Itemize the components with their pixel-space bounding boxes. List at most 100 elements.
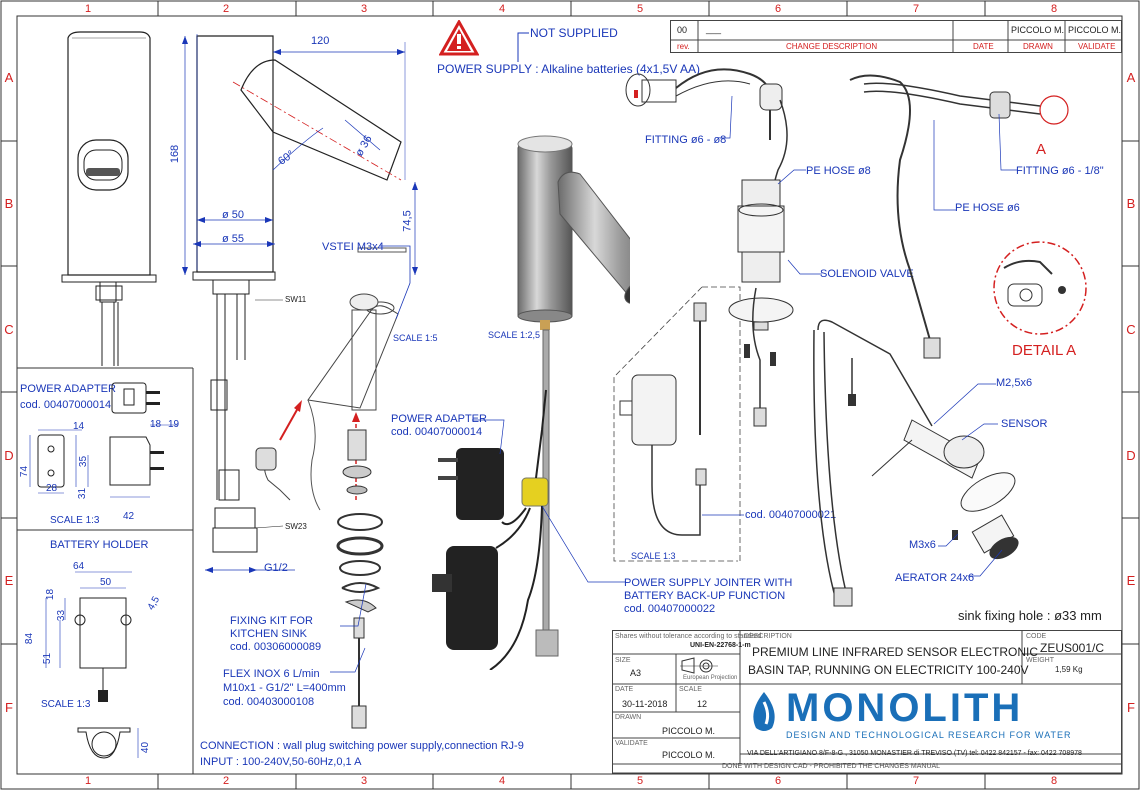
label-scale-1-5: SCALE 1:5 <box>393 333 438 343</box>
grid-row-e-right: E <box>1126 573 1136 588</box>
dim-g12: G1/2 <box>264 562 288 574</box>
grid-col-7: 7 <box>912 3 920 15</box>
tb-code-label: CODE <box>1026 633 1047 640</box>
grid-col-6-bottom: 6 <box>774 775 782 787</box>
pa-dim-35: 35 <box>78 455 90 468</box>
dim-sw23: SW23 <box>285 522 307 531</box>
bh-dim-84: 84 <box>24 632 36 645</box>
grid-col-3-bottom: 3 <box>360 775 368 787</box>
grid-col-4: 4 <box>498 3 506 15</box>
vstei-leader <box>380 245 411 320</box>
warning-icon <box>439 20 479 56</box>
label-fixing-kit-2: KITCHEN SINK <box>230 628 308 640</box>
power-adapter-drawing <box>29 382 178 498</box>
bh-dim-33: 33 <box>56 609 68 622</box>
label-detail-a: DETAIL A <box>1012 342 1077 359</box>
label-fixing-kit-code: cod. 00306000089 <box>230 641 322 653</box>
label-jointer: POWER SUPPLY JOINTER WITH <box>624 577 793 589</box>
projection-icon <box>680 657 718 674</box>
tb-size: A3 <box>630 668 642 678</box>
valve-assembly <box>625 68 794 427</box>
battery-holder-drawing <box>45 571 139 759</box>
grid-col-5: 5 <box>636 3 644 15</box>
rev-description: ___ <box>706 24 722 34</box>
tb-scale: 12 <box>697 699 708 709</box>
pa-dim-28: 28 <box>46 483 58 494</box>
tb-size-label: SIZE <box>615 657 631 664</box>
rev-header-rev: rev. <box>677 42 690 51</box>
label-detail-a-marker: A <box>1036 141 1047 158</box>
grid-row-f-right: F <box>1127 700 1135 715</box>
grid-row-e: E <box>4 573 14 588</box>
label-fitting-6-8: FITTING ø6 - ø8 <box>645 134 727 146</box>
pa-dim-74: 74 <box>19 465 31 478</box>
battery-box-dashed-frame <box>613 286 741 562</box>
note-input: INPUT : 100-240V,50-60Hz,0,1 A <box>200 756 362 768</box>
battery-holder-title: BATTERY HOLDER <box>50 539 149 551</box>
m36-leader <box>938 533 959 547</box>
tb-description-1: PREMIUM LINE INFRARED SENSOR ELECTRONIC <box>752 645 1039 659</box>
tb-tagline: DESIGN AND TECHNOLOGICAL RESEARCH FOR WA… <box>786 730 1072 740</box>
not-supplied-leader <box>517 32 529 62</box>
grid-row-d: D <box>4 448 14 463</box>
label-fitting-6-1-8: FITTING ø6 - 1/8" <box>1016 165 1104 177</box>
grid-row-a: A <box>4 70 14 85</box>
label-m2-5x6: M2,5x6 <box>996 377 1033 389</box>
note-connection: CONNECTION : wall plug switching power s… <box>200 740 524 752</box>
tb-description-label: DESCRIPTION <box>744 633 792 640</box>
fitting-618-leader <box>998 113 1017 171</box>
grid-row-c: C <box>4 322 14 337</box>
tb-projection: European Projection <box>683 675 738 681</box>
grid-col-3: 3 <box>360 3 368 15</box>
revision-table <box>670 20 1122 53</box>
note-not-supplied: NOT SUPPLIED <box>530 26 618 40</box>
dim-sw11: SW11 <box>285 295 307 304</box>
bh-dim-50: 50 <box>100 577 112 588</box>
grid-col-2: 2 <box>222 3 230 15</box>
tap-front-view <box>61 31 157 366</box>
grid-col-8-bottom: 8 <box>1050 775 1058 787</box>
tb-date: 30-11-2018 <box>622 699 668 709</box>
label-power-adapter-mid-code: cod. 00407000014 <box>391 426 483 438</box>
tb-scale-label: SCALE <box>679 686 702 693</box>
pe-hose-8-leader <box>777 169 806 185</box>
hose-assembly <box>849 74 1069 359</box>
power-adapter-leader <box>472 419 505 455</box>
rev-header-drawn: DRAWN <box>1023 42 1053 51</box>
tb-code: ZEUS001/C <box>1040 641 1105 655</box>
label-vstei: VSTEI M3x4 <box>322 241 384 253</box>
rev-drawn: PICCOLO M. <box>1011 25 1065 35</box>
dim-dia-50: ø 50 <box>222 209 245 221</box>
label-jointer-2: BATTERY BACK-UP FUNCTION <box>624 590 786 602</box>
grid-row-b: B <box>4 196 14 211</box>
grid-col-5-bottom: 5 <box>636 775 644 787</box>
bh-dim-40: 40 <box>140 741 152 754</box>
label-power-adapter-mid: POWER ADAPTER <box>391 413 487 425</box>
fixing-kit-leader <box>330 583 367 673</box>
pe-hose-6-leader <box>933 120 956 211</box>
pa-dim-19: 19 <box>168 419 180 430</box>
bh-dim-18: 18 <box>45 588 57 601</box>
tb-weight-label: WEIGHT <box>1026 657 1054 664</box>
label-sensor: SENSOR <box>1001 418 1048 430</box>
grid-col-7-bottom: 7 <box>912 775 920 787</box>
sensor-leader <box>961 423 998 441</box>
grid-row-c-right: C <box>1126 322 1136 337</box>
pa-scale: SCALE 1:3 <box>50 515 100 526</box>
left-power-adapter-title: POWER ADAPTER <box>20 383 116 395</box>
label-aerator: AERATOR 24x6 <box>895 572 975 584</box>
aerator-leader <box>968 549 1003 577</box>
dim-width-120: 120 <box>311 35 330 47</box>
title-block-frame <box>612 630 1122 774</box>
rev-validated: PICCOLO M. <box>1068 25 1122 35</box>
label-pe-hose-8: PE HOSE ø8 <box>806 165 871 177</box>
grid-col-2-bottom: 2 <box>222 775 230 787</box>
tb-description-2: BASIN TAP, RUNNING ON ELECTRICITY 100-24… <box>748 663 1029 677</box>
left-power-adapter-code: cod. 00407000014 <box>20 399 112 411</box>
sensor-assembly <box>813 319 1019 607</box>
grid-row-d-right: D <box>1126 448 1136 463</box>
label-solenoid: SOLENOID VALVE <box>820 268 914 280</box>
tb-date-label: DATE <box>615 686 634 693</box>
grid-col-1: 1 <box>84 3 92 15</box>
pa-dim-31: 31 <box>77 487 89 500</box>
